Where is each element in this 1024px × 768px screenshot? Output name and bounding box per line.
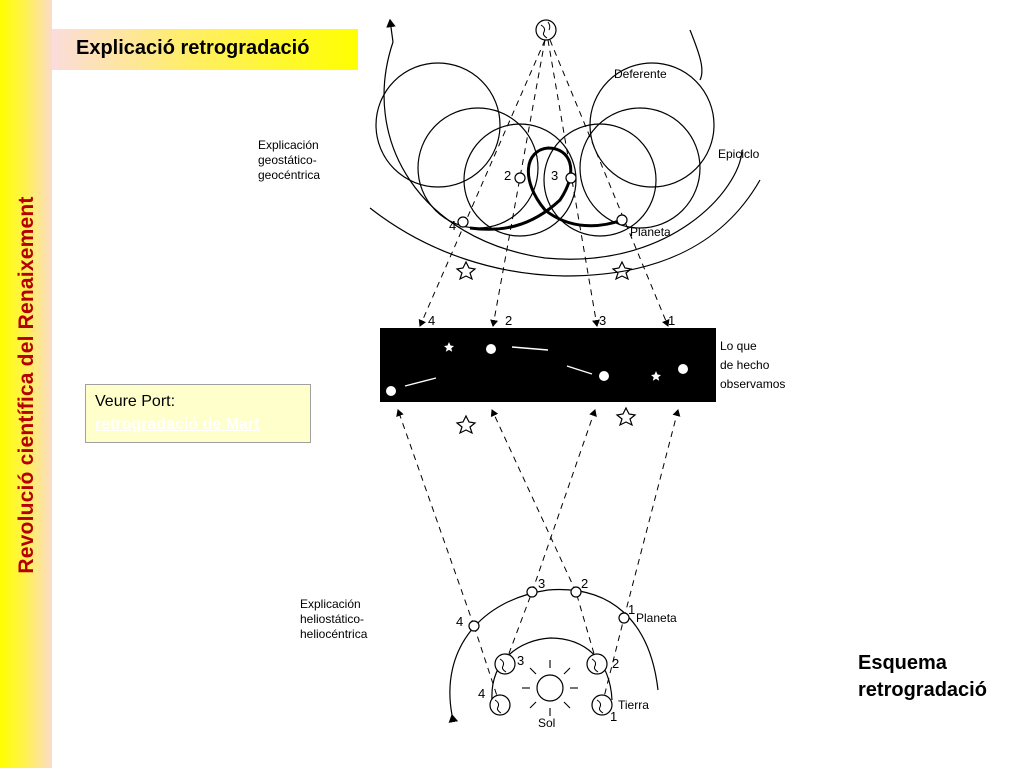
planet-label-bottom: Planeta (636, 611, 677, 625)
geo-label-line-3: geocéntrica (258, 168, 320, 182)
planet-position-3 (526, 586, 538, 598)
observed-label-line-2: de hecho (720, 358, 770, 372)
sun-icon (536, 674, 564, 702)
star-icon (455, 260, 477, 281)
observed-label-line-1: Lo que (720, 339, 757, 353)
planet-orbit (448, 588, 659, 723)
heliocentric-diagram (396, 409, 681, 723)
orbit-number-4: 4 (456, 614, 463, 629)
mars-retrograde-link[interactable]: retrogradació de Mart (95, 416, 260, 433)
note-label: Veure Port: (95, 393, 176, 410)
band-number-2: 2 (505, 313, 512, 328)
slide-title: Explicació retrogradació (76, 37, 310, 59)
epicycle-circle (579, 107, 701, 229)
star-icon (611, 260, 633, 281)
geocentric-diagram (369, 18, 761, 327)
planet-label-top: Planeta (630, 225, 671, 239)
planet-position-3 (565, 172, 577, 184)
deferent-label: Deferente (614, 67, 667, 81)
sun-label: Sol (538, 716, 555, 730)
note-box (85, 384, 311, 443)
star-icon (615, 406, 637, 427)
deferent-arc (383, 41, 743, 260)
planet-position-2 (570, 586, 582, 598)
epicycle-label: Epiciclo (718, 147, 760, 161)
orbit-number-3: 3 (538, 576, 545, 591)
planet-position-1 (618, 612, 630, 624)
top-number-3: 3 (551, 168, 558, 183)
retrograde-loop (469, 146, 623, 231)
sidebar-band: Revolució científica del Renaixement (0, 0, 52, 768)
epicycle-circle (589, 62, 715, 188)
earth-number-1: 1 (610, 709, 617, 724)
planet-position-1 (616, 214, 628, 226)
earth-number-4: 4 (478, 686, 485, 701)
top-number-4: 4 (449, 218, 456, 233)
planet-position-4 (457, 216, 469, 228)
helio-label-line-3: heliocéntrica (300, 627, 368, 641)
deferent-arc-top (689, 29, 703, 81)
helio-label-line-1: Explicación (300, 597, 361, 611)
star-icon (455, 414, 477, 435)
orbit-number-1: 1 (628, 602, 635, 617)
orbit-number-2: 2 (581, 576, 588, 591)
caption-line-1: Esquema (858, 652, 947, 674)
slide-title-box (52, 29, 358, 70)
band-number-4: 4 (428, 313, 435, 328)
observation-band (380, 328, 716, 402)
band-number-1: 1 (668, 313, 675, 328)
caption-line-2: retrogradació (858, 679, 987, 701)
band-number-3: 3 (599, 313, 606, 328)
epicycle-circle (375, 62, 501, 188)
earth-label: Tierra (618, 698, 649, 712)
planet-position-4 (468, 620, 480, 632)
earth-number-3: 3 (517, 653, 524, 668)
helio-label-line-2: heliostático- (300, 612, 364, 626)
top-number-2: 2 (504, 168, 511, 183)
outer-arc (369, 179, 761, 277)
caption: Esquema retrogradació (858, 650, 987, 704)
earth-number-2: 2 (612, 656, 619, 671)
geo-label-line-1: Explicación (258, 138, 319, 152)
observed-label-line-3: observamos (720, 377, 785, 391)
planet-position-2 (514, 172, 526, 184)
geo-label-line-2: geostático- (258, 153, 317, 167)
